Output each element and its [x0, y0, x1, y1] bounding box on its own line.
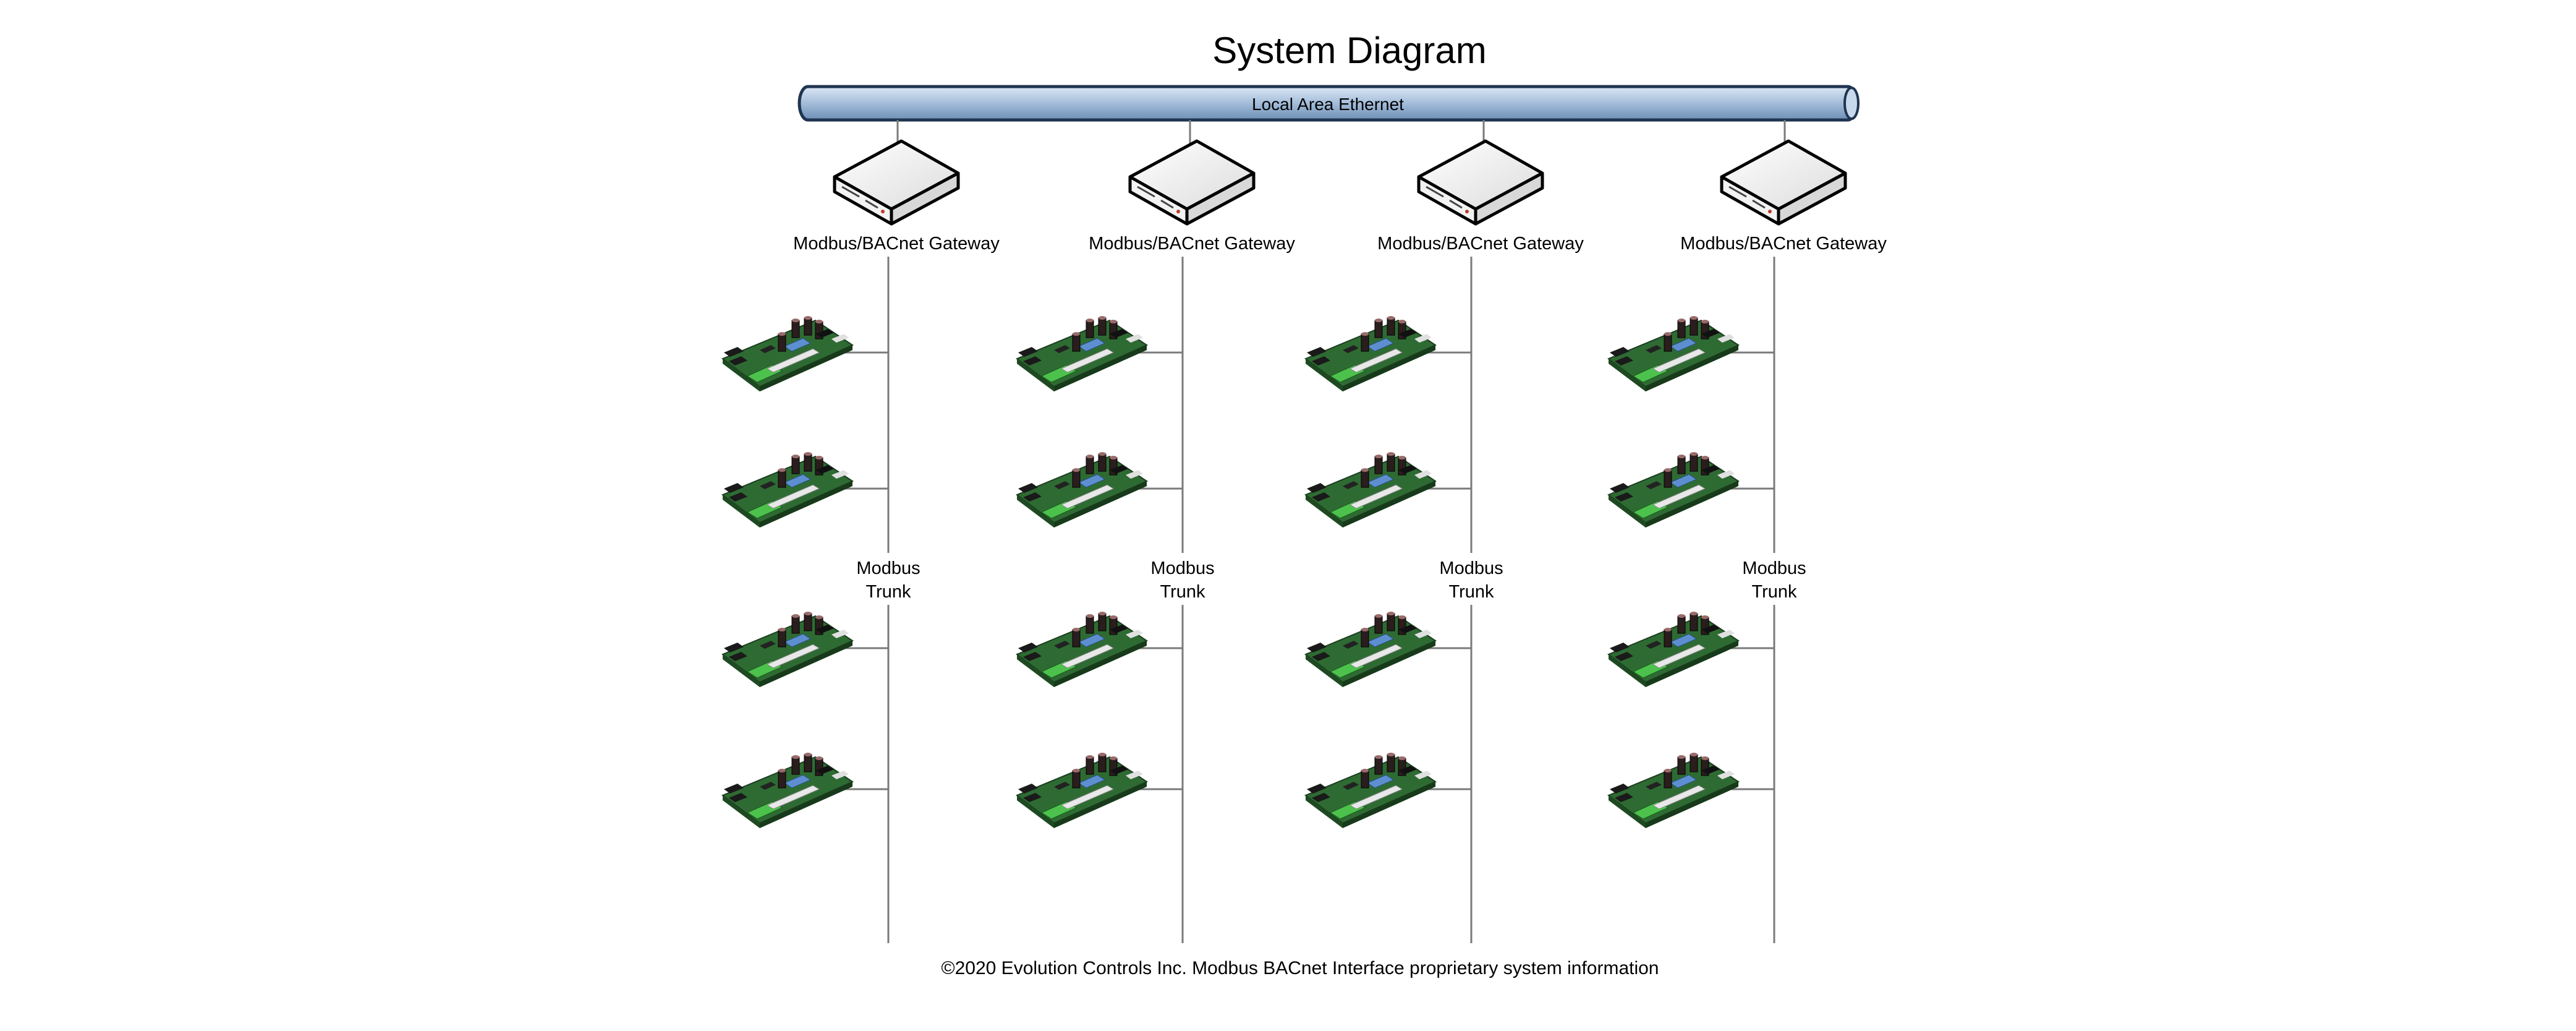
diagram-title: System Diagram: [1212, 30, 1486, 71]
gateway-label: Modbus/BACnet Gateway: [1377, 234, 1584, 254]
ethernet-bus: Local Area Ethernet: [797, 85, 1860, 122]
controller-board: [1607, 612, 1740, 687]
controller-board: [1304, 452, 1437, 528]
trunk-label-line2: Trunk: [865, 582, 911, 602]
trunk-label-line1: Modbus: [856, 558, 920, 578]
ethernet-pipe-end: [1843, 87, 1860, 120]
controller-board: [1304, 753, 1437, 828]
controller-board: [1607, 753, 1740, 828]
trunk-label-line2: Trunk: [1448, 582, 1494, 602]
controller-board: [721, 612, 854, 687]
controller-board: [1015, 612, 1149, 687]
gateway-columns: Modbus/BACnet GatewayModbusTrunkModbus/B…: [721, 120, 1887, 943]
copyright-footer: ©2020 Evolution Controls Inc. Modbus BAC…: [942, 958, 1659, 978]
controller-board: [1304, 612, 1437, 687]
gateway-icon: [833, 139, 960, 226]
gateway-icon: [1417, 139, 1544, 226]
controller-board: [1015, 452, 1149, 528]
controller-board: [1304, 316, 1437, 391]
gateway-label: Modbus/BACnet Gateway: [1680, 234, 1887, 254]
controller-board: [721, 753, 854, 828]
controller-board: [1607, 316, 1740, 391]
controller-board: [721, 316, 854, 391]
controller-board: [1015, 753, 1149, 828]
gateway-label: Modbus/BACnet Gateway: [1089, 234, 1295, 254]
ethernet-label: Local Area Ethernet: [1252, 95, 1404, 114]
trunk-label-line2: Trunk: [1751, 582, 1797, 602]
trunk-label-line2: Trunk: [1160, 582, 1205, 602]
controller-board: [721, 452, 854, 528]
gateway-icon: [1720, 139, 1847, 226]
trunk-label-line1: Modbus: [1150, 558, 1214, 578]
gateway-icon: [1128, 139, 1256, 226]
controller-board: [1607, 452, 1740, 528]
trunk-label-line1: Modbus: [1742, 558, 1806, 578]
gateway-label: Modbus/BACnet Gateway: [793, 234, 1000, 254]
controller-board: [1015, 316, 1149, 391]
trunk-label-line1: Modbus: [1439, 558, 1503, 578]
